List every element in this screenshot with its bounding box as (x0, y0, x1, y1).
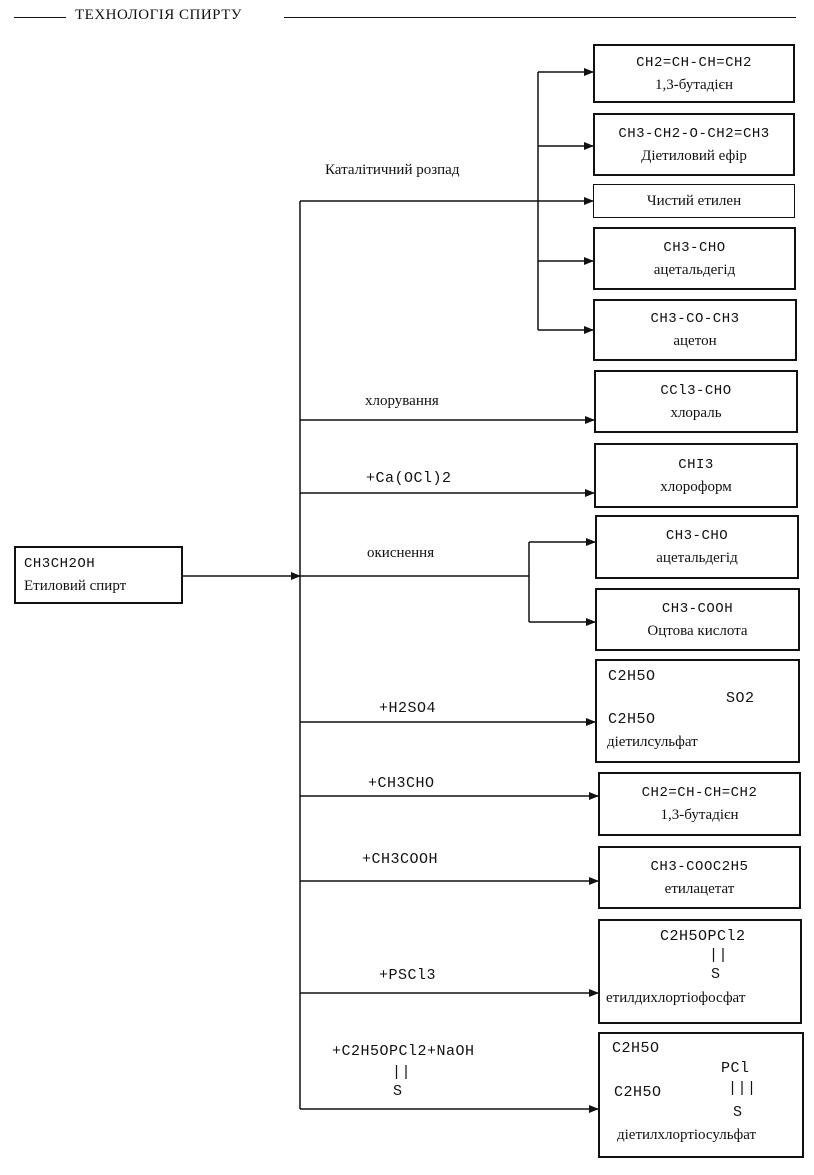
product-formula: CCl3-CHO (660, 382, 732, 399)
product-box: CH3-COOC2H5 етилацетат (598, 846, 801, 909)
product-formula: CH3-CHO (663, 239, 726, 256)
product-box: CH2=CH-CH=CH2 1,3-бутадієн (593, 44, 795, 103)
product-formula: CH3-CH2-O-CH2=CH3 (618, 125, 770, 142)
branch-label: +H2SO4 (379, 700, 437, 717)
product-name: ацетон (673, 333, 717, 349)
branch-label: окиснення (367, 545, 435, 561)
branch-label: Каталітичний розпад (325, 162, 460, 178)
source-formula: CH3CH2OH (24, 556, 96, 572)
product-formula: CHI3 (678, 456, 714, 473)
product-formula: CH3-CHO (665, 528, 729, 544)
structure-atom: S (733, 1104, 743, 1121)
product-box: CH3-CH2-O-CH2=CH3 Діетиловий ефір (593, 113, 795, 176)
product-formula: CH3-COOC2H5 (650, 858, 749, 875)
product-name: ацетальдегід (656, 550, 738, 566)
product-formula: CH2=CH-CH=CH2 (636, 54, 752, 71)
structure-group: C2H5O (608, 711, 656, 728)
header-rule-left (14, 17, 66, 18)
branch-label: +C2H5OPCl2+NaOH (332, 1043, 475, 1060)
structure-formula: C2H5OPCl2 (660, 928, 746, 945)
product-box-diethylsulfate (595, 659, 800, 763)
product-name: хлороформ (660, 478, 732, 495)
product-formula: CH2=CH-CH=CH2 (641, 785, 758, 801)
branch-label-bond: || (392, 1064, 412, 1081)
page-title: ТЕХНОЛОГІЯ СПИРТУ (75, 7, 242, 23)
structure-group: C2H5O (612, 1040, 660, 1057)
product-box: CCl3-CHO хлораль (594, 370, 798, 433)
branch-label-atom: S (393, 1083, 403, 1100)
structure-center: PCl (721, 1060, 750, 1077)
product-formula: CH3-CO-CH3 (650, 311, 740, 327)
product-box: Чистий етилен (593, 184, 795, 218)
product-box: CH3-CHO ацетальдегід (595, 515, 799, 579)
structure-group: C2H5O (614, 1084, 662, 1101)
product-name: діетилхлортіосульфат (617, 1127, 757, 1143)
branch-label: +Ca(OCl)2 (366, 470, 452, 487)
branch-label: хлорування (365, 393, 439, 409)
product-box: CH2=CH-CH=CH2 1,3-бутадієн (598, 772, 801, 836)
product-name: хлораль (670, 404, 722, 421)
source-name: Етиловий спирт (24, 578, 127, 594)
structure-bond: || (709, 947, 729, 964)
product-name: 1,3-бутадієн (655, 76, 733, 93)
structure-atom: S (711, 966, 721, 983)
product-box: CH3-CHO ацетальдегід (593, 227, 796, 290)
product-name: ацетальдегід (653, 261, 736, 278)
product-box-chlorothiosulfate (598, 1032, 804, 1158)
product-name: Оцтова кислота (647, 622, 748, 639)
structure-group: C2H5O (608, 668, 656, 685)
product-name: етилдихлортіофосфат (606, 990, 746, 1006)
header-rule-right (284, 17, 796, 18)
structure-center: SO2 (726, 690, 755, 707)
branch-label: +PSCl3 (379, 967, 437, 984)
structure-bond: ||| (728, 1080, 757, 1097)
product-formula: CH3-COOH (661, 600, 734, 617)
branch-label: +CH3CHO (368, 775, 435, 792)
product-name: 1,3-бутадієн (660, 807, 739, 823)
branch-label: +CH3COOH (362, 851, 439, 868)
product-name: етилацетат (664, 880, 735, 897)
product-box-thiophosphate (598, 919, 802, 1024)
product-name: Чистий етилен (646, 193, 742, 209)
product-box: CH3-COOH Оцтова кислота (595, 588, 800, 651)
product-box: CHI3 хлороформ (594, 443, 798, 508)
product-name: діетилсульфат (607, 734, 698, 750)
source-box: CH3CH2OH Етиловий спирт (14, 546, 183, 604)
product-name: Діетиловий ефір (641, 147, 747, 164)
product-box: CH3-CO-CH3 ацетон (593, 299, 797, 361)
